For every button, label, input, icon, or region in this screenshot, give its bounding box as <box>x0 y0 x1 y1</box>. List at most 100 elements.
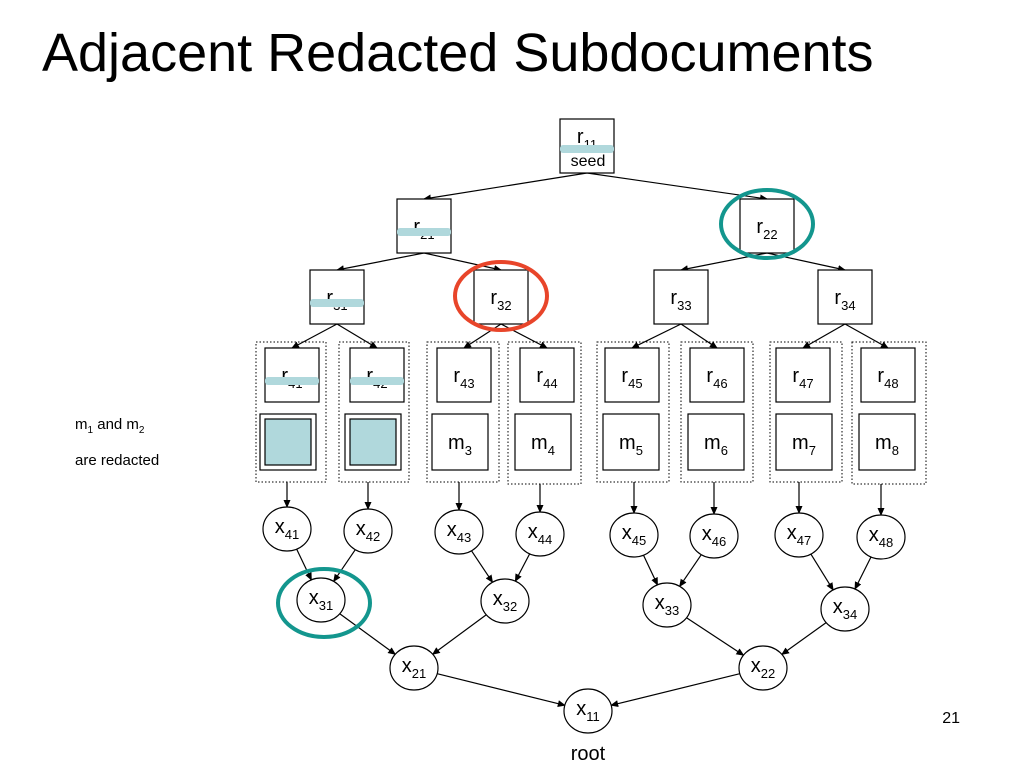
x-node-41: x41 <box>262 506 312 552</box>
r-node-34: r34 <box>817 269 873 325</box>
x11-label-sub: 11 <box>586 709 600 724</box>
root-label: root <box>571 743 606 765</box>
m-node-4: m4 <box>514 413 572 471</box>
m7-label-base: m <box>792 432 809 454</box>
r-node-box-31 <box>309 269 365 325</box>
r-node-box-47 <box>775 347 831 403</box>
m-node-7: m7 <box>775 413 833 471</box>
r46-label: r46 <box>706 365 727 391</box>
x31-label-base: x <box>309 587 319 609</box>
x47-label: x47 <box>787 522 811 548</box>
m4-label: m4 <box>531 432 555 458</box>
r43-label-base: r <box>453 365 460 387</box>
x-node-47: x47 <box>774 512 824 558</box>
m5-label: m5 <box>619 432 643 458</box>
text-labels: seed root 21 m1 and m2 are redacted <box>75 153 960 765</box>
redaction-bar-r21 <box>397 228 451 236</box>
x47-label-sub: 47 <box>797 533 811 548</box>
r-node-box-44 <box>519 347 575 403</box>
x42-label: x42 <box>356 518 380 544</box>
m-node-box-5 <box>602 413 660 471</box>
r44-label-base: r <box>536 365 543 387</box>
x31-label-sub: 31 <box>319 598 333 613</box>
x41-label: x41 <box>275 516 299 542</box>
r34-label: r34 <box>834 287 855 313</box>
r-node-45: r45 <box>604 347 660 403</box>
x32-label-sub: 32 <box>503 599 517 614</box>
r33-label-sub: 33 <box>677 298 691 313</box>
edges <box>283 172 889 708</box>
r-node-21: r21 <box>396 198 452 254</box>
redaction-note-line1: m1 and m2 <box>75 416 145 436</box>
m-node-5: m5 <box>602 413 660 471</box>
edge-x41-x31 <box>296 548 312 581</box>
m8-label-base: m <box>875 432 892 454</box>
edge-x32-x21 <box>431 614 487 655</box>
redaction-bar-r11 <box>560 145 614 153</box>
leaf-group-1 <box>255 341 327 483</box>
r-node-box-22 <box>739 198 795 254</box>
m6-label-sub: 6 <box>721 443 728 458</box>
x-node-48: x48 <box>856 514 906 560</box>
r48-label-base: r <box>877 365 884 387</box>
r33-label: r33 <box>670 287 691 313</box>
r-node-22: r22 <box>739 198 795 254</box>
x-node-circle-43 <box>434 509 484 555</box>
r48-label-sub: 48 <box>884 376 898 391</box>
m8-label-sub: 8 <box>892 443 899 458</box>
x44-label: x44 <box>528 521 552 547</box>
edge-r31-r42 <box>336 323 378 349</box>
x46-label: x46 <box>702 523 726 549</box>
note-m2-sub: 2 <box>139 425 145 436</box>
slide-title: Adjacent Redacted Subdocuments <box>42 23 874 83</box>
x-node-42: x42 <box>343 508 393 554</box>
x-node-32: x32 <box>480 578 530 624</box>
edge-x44-x32 <box>514 553 531 583</box>
x44-label-base: x <box>528 521 538 543</box>
r-node-48: r48 <box>860 347 916 403</box>
r-node-32: r32 <box>473 269 529 325</box>
m-node-box-4 <box>514 413 572 471</box>
x48-label-base: x <box>869 524 879 546</box>
edge-x42-x31 <box>333 549 356 583</box>
x45-label-sub: 45 <box>632 533 646 548</box>
x-node-circle-41 <box>262 506 312 552</box>
m-node-box-6 <box>687 413 745 471</box>
r-node-31: r31 <box>309 269 365 325</box>
x-node-21: x21 <box>389 645 439 691</box>
r22-label: r22 <box>756 216 777 242</box>
edge-x46-x33 <box>679 554 702 588</box>
m5-label-base: m <box>619 432 636 454</box>
edge-r11-r22 <box>586 172 768 202</box>
edge-r21-r31 <box>336 252 425 273</box>
r-node-box-34 <box>817 269 873 325</box>
x-node-34: x34 <box>820 586 870 632</box>
x-node-circle-42 <box>343 508 393 554</box>
x33-label-base: x <box>655 592 665 614</box>
r-node-44: r44 <box>519 347 575 403</box>
highlight-circle-r32 <box>453 260 549 332</box>
leaf-group-8 <box>851 341 927 485</box>
r11-label-base: r <box>577 126 584 148</box>
x21-label: x21 <box>402 655 426 681</box>
edge-x22-x11 <box>610 673 740 708</box>
x-node-circle-31 <box>296 577 346 623</box>
edge-x47-x34 <box>810 553 834 591</box>
m-node-2 <box>344 413 402 471</box>
x-node-circle-48 <box>856 514 906 560</box>
x41-label-sub: 41 <box>285 527 299 542</box>
r-node-box-41 <box>264 347 320 403</box>
r-node-46: r46 <box>689 347 745 403</box>
highlight-circle-x31 <box>276 567 372 639</box>
x-node-31: x31 <box>296 577 346 623</box>
redaction-note-line2: are redacted <box>75 452 159 469</box>
x21-label-sub: 21 <box>412 666 426 681</box>
edge-r34-r47 <box>802 323 846 349</box>
x-node-circle-34 <box>820 586 870 632</box>
r-node-box-42 <box>349 347 405 403</box>
m-node-1 <box>259 413 317 471</box>
x-node-circle-21 <box>389 645 439 691</box>
r34-label-base: r <box>834 287 841 309</box>
r47-label-sub: 47 <box>799 376 813 391</box>
